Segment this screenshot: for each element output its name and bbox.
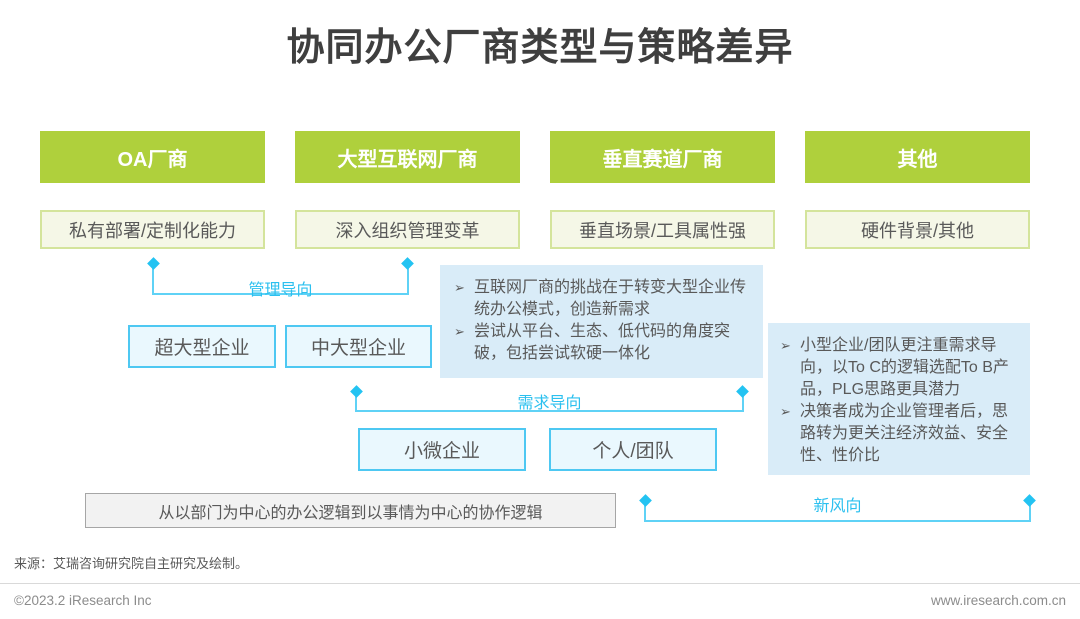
- segment-mid-large-enterprise: 中大型企业: [285, 325, 432, 368]
- demand-connector: [350, 385, 749, 412]
- segment-xl-enterprise: 超大型企业: [128, 325, 276, 368]
- trait-box-internet: 深入组织管理变革: [295, 210, 520, 249]
- small-team-panel: ➢ 小型企业/团队更注重需求导向，以To C的逻辑选配To B产品，PLG思路更…: [768, 323, 1030, 475]
- new-trend-connector: [639, 494, 1036, 522]
- bullet-item: ➢ 互联网厂商的挑战在于转变大型企业传统办公模式，创造新需求: [454, 277, 751, 321]
- footer-divider: [0, 583, 1080, 584]
- segment-micro-enterprise: 小微企业: [358, 428, 526, 471]
- bullet-text: 小型企业/团队更注重需求导向，以To C的逻辑选配To B产品，PLG思路更具潜…: [800, 337, 1009, 399]
- management-connector: [147, 257, 414, 295]
- logic-shift-note: 从以部门为中心的办公逻辑到以事情为中心的协作逻辑: [85, 493, 616, 528]
- new-trend-connector-label: 新风向: [813, 498, 862, 515]
- column-header-oa: OA厂商: [40, 131, 265, 183]
- trait-box-other: 硬件背景/其他: [805, 210, 1030, 249]
- source-note: 来源：艾瑞咨询研究院自主研究及绘制。: [14, 556, 249, 571]
- arrow-bullet-icon: ➢: [780, 338, 791, 353]
- trait-box-vertical: 垂直场景/工具属性强: [550, 210, 775, 249]
- diamond-endpoint-icon: [147, 257, 160, 270]
- arrow-bullet-icon: ➢: [780, 404, 791, 420]
- segment-personal-team: 个人/团队: [549, 428, 717, 471]
- arrow-bullet-icon: ➢: [454, 280, 465, 295]
- website-url: www.iresearch.com.cn: [930, 593, 1066, 608]
- bullet-text: 互联网厂商的挑战在于转变大型企业传统办公模式，创造新需求: [474, 279, 747, 319]
- management-connector-label: 管理导向: [248, 282, 313, 299]
- bullet-item: ➢ 小型企业/团队更注重需求导向，以To C的逻辑选配To B产品，PLG思路更…: [780, 335, 1018, 401]
- bullet-item: ➢ 决策者成为企业管理者后，思路转为更关注经济效益、安全性、性价比: [780, 401, 1018, 467]
- column-header-other: 其他: [805, 131, 1030, 183]
- column-header-internet: 大型互联网厂商: [295, 131, 520, 183]
- trait-box-oa: 私有部署/定制化能力: [40, 210, 265, 249]
- diamond-endpoint-icon: [401, 257, 414, 270]
- column-header-vertical: 垂直赛道厂商: [550, 131, 775, 183]
- page-title: 协同办公厂商类型与策略差异: [286, 27, 794, 69]
- internet-vendor-panel: ➢ 互联网厂商的挑战在于转变大型企业传统办公模式，创造新需求 ➢ 尝试从平台、生…: [440, 265, 763, 378]
- bullet-item: ➢ 尝试从平台、生态、低代码的角度突破，包括尝试软硬一体化: [454, 321, 751, 365]
- arrow-bullet-icon: ➢: [454, 324, 465, 340]
- bullet-text: 决策者成为企业管理者后，思路转为更关注经济效益、安全性、性价比: [800, 403, 1009, 465]
- demand-connector-label: 需求导向: [517, 395, 582, 412]
- bullet-text: 尝试从平台、生态、低代码的角度突破，包括尝试软硬一体化: [474, 323, 731, 363]
- copyright-text: ©2023.2 iResearch Inc: [14, 593, 152, 608]
